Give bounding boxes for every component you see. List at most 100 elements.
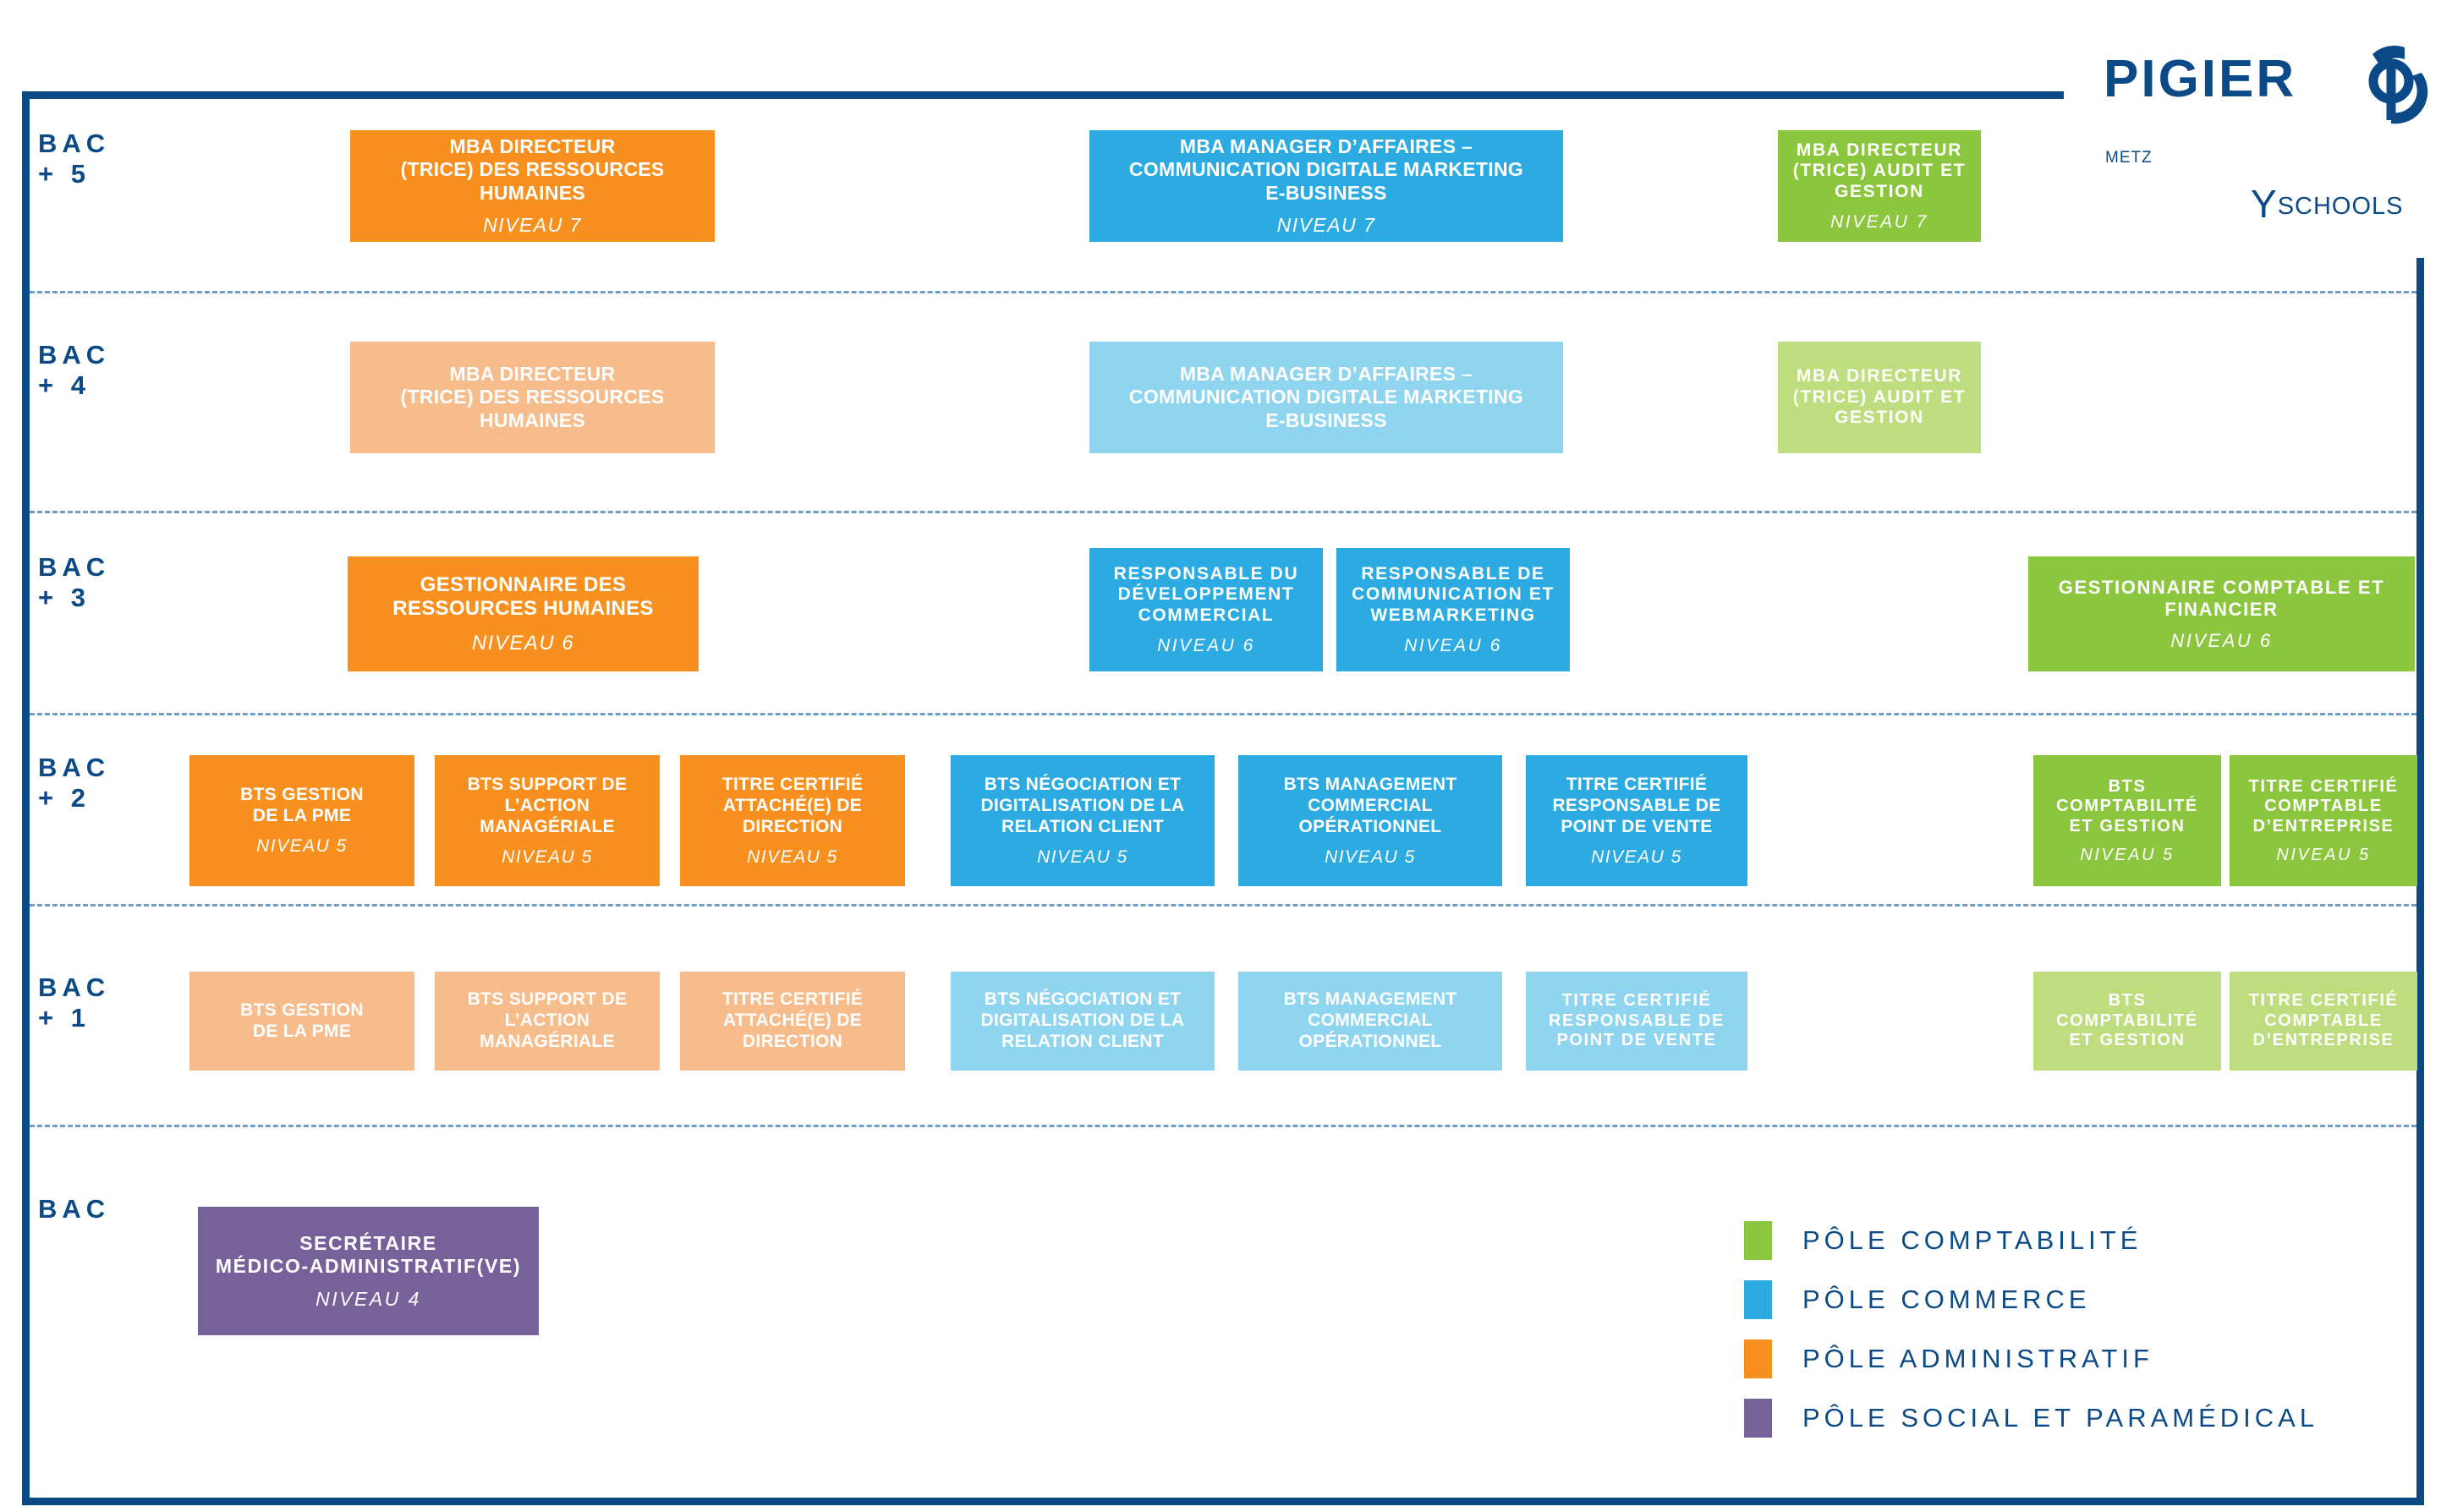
program-level: NIVEAU 6 (1157, 636, 1255, 656)
row-label-bac5: BAC+ 5 (38, 129, 111, 189)
row-divider-3 (30, 713, 2416, 715)
yschools-word: SCHOOLS (2277, 193, 2404, 220)
legend-label: PÔLE SOCIAL ET PARAMÉDICAL (1802, 1403, 2319, 1433)
program-level: NIVEAU 5 (256, 836, 348, 857)
brand-logo: PIGIER METZ YSCHOOLS (2085, 24, 2440, 235)
legend-swatch-icon (1744, 1399, 1772, 1438)
legend-item-administratif[interactable]: PÔLE ADMINISTRATIF (1744, 1329, 2421, 1389)
campus-label: METZ (2105, 149, 2153, 167)
program-level: NIVEAU 5 (747, 846, 838, 867)
row-label-bac: BAC (38, 1194, 111, 1224)
program-box[interactable]: MBA MANAGER D’AFFAIRES –COMMUNICATION DI… (1089, 130, 1563, 242)
program-box[interactable]: MBA MANAGER D’AFFAIRES –COMMUNICATION DI… (1089, 342, 1563, 453)
program-level: NIVEAU 6 (471, 631, 575, 655)
legend-item-commerce[interactable]: PÔLE COMMERCE (1744, 1270, 2421, 1329)
row-divider-5 (30, 1125, 2416, 1127)
legend-item-comptabilite[interactable]: PÔLE COMPTABILITÉ (1744, 1211, 2421, 1270)
program-level: NIVEAU 5 (2276, 846, 2371, 865)
pigier-wordmark: PIGIER (2104, 50, 2297, 108)
program-level: NIVEAU 5 (2080, 846, 2175, 865)
legend-label: PÔLE COMPTABILITÉ (1802, 1225, 2142, 1255)
legend-label: PÔLE COMMERCE (1802, 1285, 2091, 1314)
program-level: NIVEAU 6 (2170, 629, 2273, 651)
program-level: NIVEAU 7 (1276, 214, 1376, 237)
program-level: NIVEAU 5 (1037, 846, 1128, 867)
row-label-bac3: BAC+ 3 (38, 552, 111, 612)
program-level: NIVEAU 5 (502, 846, 593, 867)
program-level: NIVEAU 5 (1591, 846, 1682, 867)
row-label-bac4: BAC+ 4 (38, 340, 111, 400)
legend-label: PÔLE ADMINISTRATIF (1802, 1344, 2153, 1373)
legend-swatch-icon (1744, 1339, 1772, 1378)
legend-swatch-icon (1744, 1221, 1772, 1260)
legend-swatch-icon (1744, 1280, 1772, 1319)
row-label-bac1: BAC+ 1 (38, 972, 111, 1033)
diagram-frame-right (2416, 258, 2424, 1505)
program-level: NIVEAU 7 (483, 214, 582, 237)
program-level: NIVEAU 6 (1404, 636, 1502, 656)
yschools-logo: YSCHOOLS (2251, 181, 2404, 227)
program-title: MBA MANAGER D’AFFAIRES –COMMUNICATION DI… (1128, 363, 1524, 431)
program-level: NIVEAU 5 (1325, 846, 1416, 867)
program-level: NIVEAU 4 (315, 1287, 421, 1310)
program-level: NIVEAU 7 (1830, 212, 1928, 233)
row-label-bac2: BAC+ 2 (38, 753, 111, 813)
diagram-frame-top (22, 91, 2064, 99)
legend: PÔLE COMPTABILITÉ PÔLE COMMERCE PÔLE ADM… (1744, 1211, 2421, 1448)
row-divider-2 (30, 511, 2416, 513)
yschools-y: Y (2251, 182, 2278, 226)
row-divider-4 (30, 904, 2416, 907)
legend-item-social[interactable]: PÔLE SOCIAL ET PARAMÉDICAL (1744, 1389, 2421, 1448)
program-title: MBA MANAGER D’AFFAIRES –COMMUNICATION DI… (1128, 135, 1524, 204)
